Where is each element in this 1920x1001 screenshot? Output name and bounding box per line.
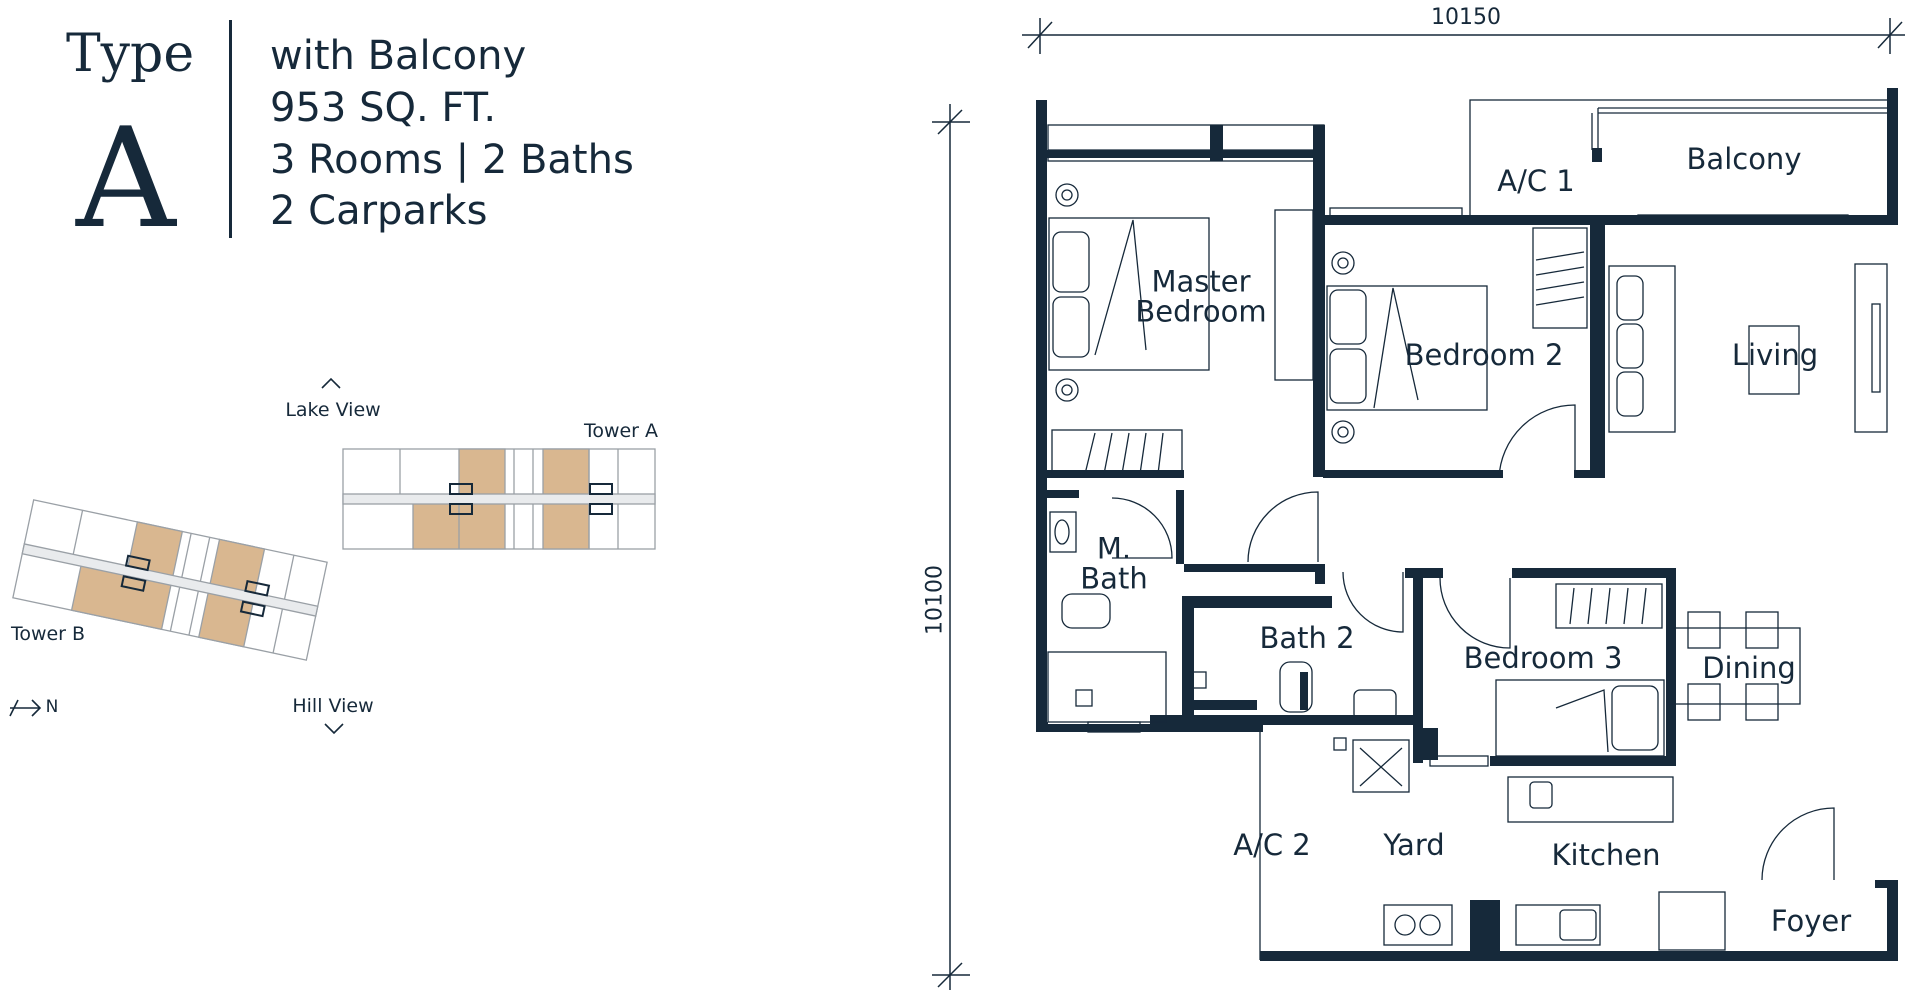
master-bed-icon: [1048, 217, 1210, 371]
bedroom-3-bed-icon: [1495, 679, 1665, 757]
spec-balcony: with Balcony: [270, 33, 527, 79]
fridge-icon: [1658, 891, 1726, 951]
room-ac-1: A/C 1: [1497, 163, 1575, 198]
height-dimension: 10100: [922, 565, 948, 635]
room-bath-2: Bath 2: [1259, 620, 1355, 655]
master-desk-icon: [1274, 209, 1314, 381]
type-letter: A: [76, 98, 176, 259]
master-bath-toilet-icon: [1061, 593, 1111, 629]
key-plan-view-arrows: [321, 377, 344, 735]
spec-area: 953 SQ. FT.: [270, 85, 497, 131]
kitchen-sink-icon: [1515, 904, 1601, 946]
spec-carparks: 2 Carparks: [270, 188, 488, 234]
master-bath-sink-icon: [1049, 511, 1077, 553]
north-arrow-icon: [9, 699, 42, 717]
bath-2-sink-icon: [1353, 689, 1397, 721]
master-lamp-icon: [1055, 183, 1079, 207]
title-divider: [229, 20, 232, 238]
dining-chair-icons: [1687, 611, 1779, 721]
room-master-bath: M. Bath: [1080, 531, 1148, 596]
room-foyer: Foyer: [1770, 903, 1852, 938]
furniture: [1047, 183, 1888, 951]
kitchen-counter-icon: [1507, 776, 1674, 823]
tower-a-cores: [449, 483, 613, 515]
window-lines: [1047, 99, 1891, 960]
room-living: Living: [1731, 337, 1819, 372]
bedroom-3-wardrobe-icon: [1555, 583, 1663, 629]
room-bedroom-2: Bedroom 2: [1404, 337, 1564, 372]
lake-view-arrow-icon: [321, 377, 341, 389]
coffee-table-icon: [1748, 325, 1800, 395]
door-swings: [1111, 404, 1835, 881]
hob-icon: [1383, 904, 1453, 946]
room-kitchen: Kitchen: [1551, 837, 1661, 872]
north-label: N: [45, 697, 59, 718]
walls: [1036, 88, 1898, 961]
type-word: Type: [66, 24, 195, 84]
room-balcony: Balcony: [1686, 141, 1802, 176]
master-wardrobe-icon: [1051, 429, 1183, 478]
hill-view-label: Hill View: [292, 695, 374, 718]
room-bedroom-3: Bedroom 3: [1463, 640, 1623, 675]
tower-a-building: [342, 448, 656, 550]
lake-view-label: Lake View: [285, 399, 381, 422]
tower-a-label: Tower A: [583, 420, 659, 443]
room-master-bedroom: Master Bedroom: [1135, 264, 1267, 329]
tv-console-icon: [1854, 263, 1888, 433]
width-dimension: 10150: [1431, 5, 1501, 30]
dimension-lines: [932, 18, 1905, 990]
bath-2-toilet-icon: [1279, 661, 1313, 713]
bedroom-2-bed-icon: [1326, 285, 1488, 411]
spec-rooms-baths: 3 Rooms | 2 Baths: [270, 137, 634, 183]
dining-table-icon: [1667, 627, 1801, 705]
room-dining: Dining: [1702, 650, 1796, 685]
tower-b-building: [12, 499, 328, 661]
hill-view-arrow-icon: [324, 723, 344, 735]
room-yard: Yard: [1383, 827, 1445, 862]
room-ac-2: A/C 2: [1233, 827, 1311, 862]
sofa-icon: [1608, 265, 1676, 433]
bedroom-2-wardrobe-icon: [1532, 227, 1588, 329]
washing-machine-icon: [1352, 739, 1410, 793]
tower-b-label: Tower B: [10, 623, 86, 646]
